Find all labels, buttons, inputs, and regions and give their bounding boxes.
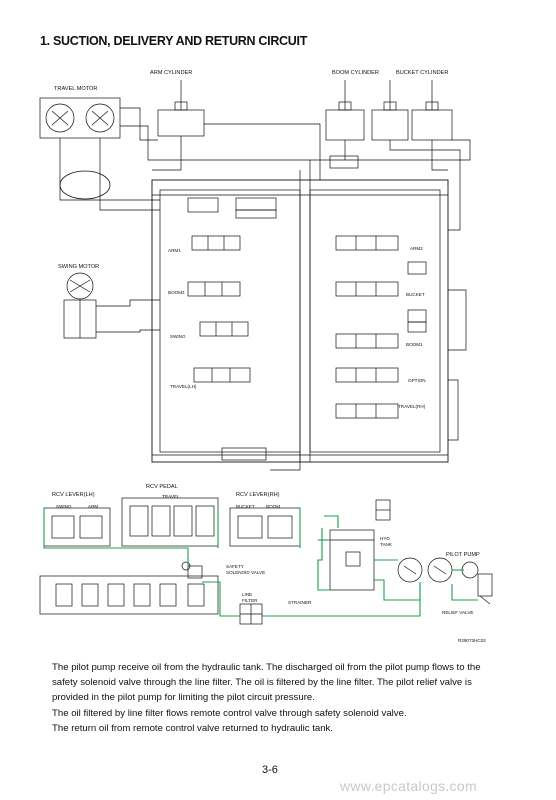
travel-motor-swivel-ellipse	[59, 170, 111, 200]
label-drawing-code: R29073HC02	[458, 638, 486, 643]
arm-cylinder	[157, 80, 205, 137]
swing-motor	[63, 272, 97, 339]
label-rcv-swing: SWING	[56, 504, 72, 509]
label-boom1: BOOM1	[406, 342, 423, 347]
label-travel-rh: TRAVEL(RH)	[398, 404, 426, 409]
label-strainer: STRAINER	[288, 600, 312, 605]
description-line: The oil filtered by line filter flows re…	[52, 707, 407, 719]
bucket-cylinder	[411, 80, 453, 141]
label-bucket-cylinder: BUCKET CYLINDER	[396, 70, 448, 76]
strainer	[375, 499, 391, 521]
boom-cylinder	[325, 80, 409, 141]
rcv-return-valves	[39, 575, 219, 615]
pilot-circuit-lines	[43, 508, 478, 617]
diagram-labels: ARM CYLINDER BOOM CYLINDER BUCKET CYLIND…	[52, 70, 486, 643]
label-rcv-bucket: BUCKET	[236, 504, 255, 509]
label-rcv-arm: ARM	[88, 504, 98, 509]
label-rcv-lever-rh: RCV LEVER(RH)	[236, 492, 280, 498]
label-solenoid-valve: SOLENOID VALVE	[226, 570, 265, 575]
label-relief-valve: RELIEF VALVE	[442, 610, 474, 615]
description-line: The return oil from remote control valve…	[52, 722, 334, 734]
label-filter: FILTER	[242, 598, 258, 603]
safety-solenoid-valve	[181, 561, 203, 579]
description-paragraph: The pilot pump receive oil from the hydr…	[52, 660, 512, 736]
description-line: provided in the pilot pump for limiting …	[52, 692, 315, 704]
label-rcv-lever-lh: RCV LEVER(LH)	[52, 492, 95, 498]
label-bucket: BUCKET	[406, 292, 425, 297]
rcv-lever-rh	[229, 507, 301, 547]
travel-motor	[39, 97, 121, 165]
hyd-tank	[329, 529, 375, 591]
description-line: The pilot pump receive oil from the hydr…	[52, 662, 481, 673]
label-hyd: HYD	[380, 536, 390, 541]
label-arm1: ARM1	[168, 248, 181, 253]
page-number: 3-6	[262, 764, 278, 776]
label-travel-lh: TRAVEL(LH)	[170, 384, 197, 389]
label-arm-cylinder: ARM CYLINDER	[150, 70, 192, 76]
label-tank: TANK	[380, 542, 393, 547]
label-rcv-boom: BOOM	[266, 504, 280, 509]
label-rcv-travel: TRAVEL	[162, 494, 180, 499]
line-filter	[239, 603, 263, 625]
label-safety: SAFETY	[226, 564, 244, 569]
label-arm2: ARM2	[410, 246, 423, 251]
label-option: OPTION	[408, 378, 426, 383]
label-rcv-pedal: RCV PEDAL	[146, 484, 178, 490]
rcv-pedal	[121, 497, 219, 547]
label-boom-cylinder: BOOM CYLINDER	[332, 70, 379, 76]
label-boom2: BOOM2	[168, 290, 185, 295]
label-swing: SWING	[170, 334, 186, 339]
main-control-valve	[59, 107, 471, 471]
watermark: www.epcatalogs.com	[340, 778, 477, 794]
pilot-pump	[397, 557, 479, 583]
label-pilot-pump: PILOT PUMP	[446, 552, 480, 558]
label-line: LINE	[242, 592, 252, 597]
description-line: safety solenoid valve through the line f…	[52, 677, 472, 689]
page-title: 1. SUCTION, DELIVERY AND RETURN CIRCUIT	[40, 34, 308, 48]
hydraulic-circuit-diagram: ARM CYLINDER BOOM CYLINDER BUCKET CYLIND…	[39, 70, 493, 643]
relief-valve	[477, 573, 493, 605]
rcv-lever-lh	[43, 507, 111, 547]
label-swing-motor: SWING MOTOR	[58, 264, 99, 270]
label-travel-motor: TRAVEL MOTOR	[54, 86, 97, 92]
